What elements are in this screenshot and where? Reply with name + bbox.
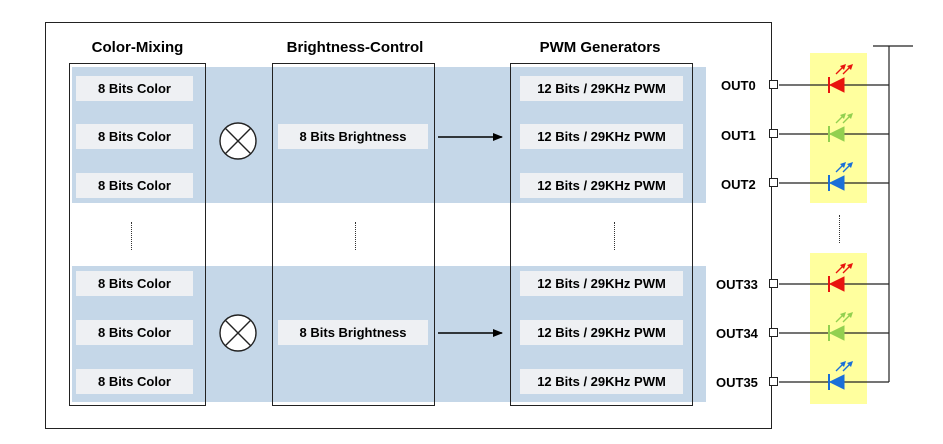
color-cell: 8 Bits Color <box>76 369 193 394</box>
output-pin <box>769 178 778 187</box>
led-red-icon <box>828 263 853 292</box>
led-green-icon <box>828 113 853 142</box>
pwm-cell: 12 Bits / 29KHz PWM <box>520 320 683 345</box>
pwm-generators-column <box>510 63 693 406</box>
color-cell: 8 Bits Color <box>76 320 193 345</box>
output-label-out1: OUT1 <box>721 128 756 143</box>
brightness-control-column <box>272 63 435 406</box>
output-pin <box>769 377 778 386</box>
color-cell: 8 Bits Color <box>76 173 193 198</box>
output-pin <box>769 279 778 288</box>
led-blue-icon <box>828 162 853 191</box>
color-cell: 8 Bits Color <box>76 124 193 149</box>
pwm-cell: 12 Bits / 29KHz PWM <box>520 369 683 394</box>
led-blue-icon <box>828 361 853 390</box>
output-label-out35: OUT35 <box>716 375 758 390</box>
color-mixing-column <box>69 63 206 406</box>
header-pwm-generators: PWM Generators <box>539 39 661 56</box>
header-color-mixing: Color-Mixing <box>91 39 184 56</box>
ellipsis-pwm <box>614 222 615 250</box>
ellipsis-leds <box>839 215 840 243</box>
pwm-cell: 12 Bits / 29KHz PWM <box>520 173 683 198</box>
output-label-out33: OUT33 <box>716 277 758 292</box>
multiplier-icon <box>219 122 257 160</box>
led-green-icon <box>828 312 853 341</box>
color-cell: 8 Bits Color <box>76 76 193 101</box>
output-pin <box>769 80 778 89</box>
ellipsis-color <box>131 222 132 250</box>
pwm-cell: 12 Bits / 29KHz PWM <box>520 271 683 296</box>
chip-boundary <box>45 22 772 429</box>
brightness-cell: 8 Bits Brightness <box>278 320 428 345</box>
output-label-out2: OUT2 <box>721 177 756 192</box>
led-panel-top <box>810 53 867 203</box>
output-wires <box>779 45 913 383</box>
output-pin <box>769 328 778 337</box>
output-label-out34: OUT34 <box>716 326 758 341</box>
ellipsis-brightness <box>355 222 356 250</box>
header-brightness-control: Brightness-Control <box>286 39 424 56</box>
output-label-out0: OUT0 <box>721 78 756 93</box>
led-red-icon <box>828 64 853 93</box>
pwm-cell: 12 Bits / 29KHz PWM <box>520 76 683 101</box>
output-pin <box>769 129 778 138</box>
brightness-cell: 8 Bits Brightness <box>278 124 428 149</box>
multiplier-icon <box>219 314 257 352</box>
pwm-cell: 12 Bits / 29KHz PWM <box>520 124 683 149</box>
color-cell: 8 Bits Color <box>76 271 193 296</box>
